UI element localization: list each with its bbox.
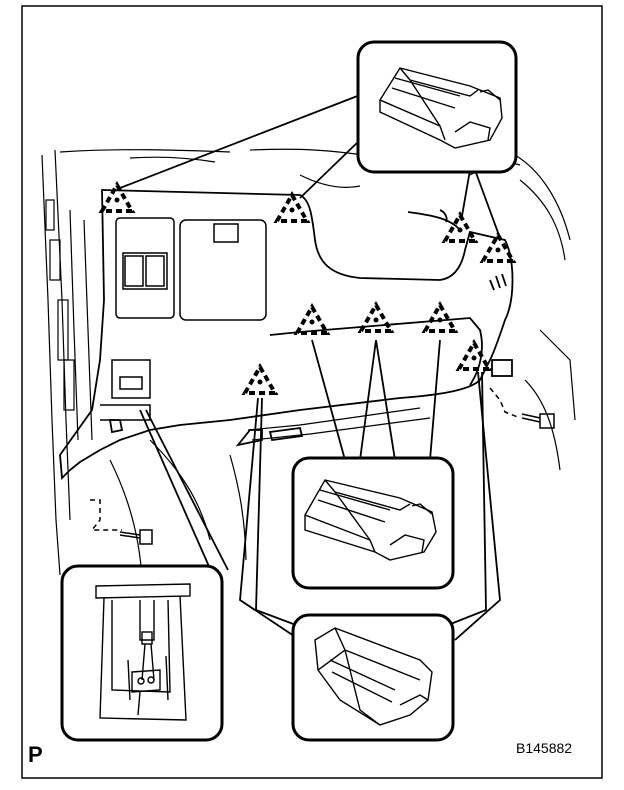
figure-code-label: B145882 — [516, 740, 573, 756]
bolt-icon-left — [90, 499, 153, 545]
callout-lines-bottom — [239, 371, 501, 641]
clip-detail-middle — [291, 456, 455, 590]
callout-lines-top — [119, 94, 501, 239]
clip-detail-bottom — [291, 613, 455, 742]
bolt-icon-right — [489, 387, 555, 429]
page-letter-label: P — [28, 742, 43, 767]
hood-release-lever-detail — [60, 564, 224, 742]
clip-detail-top — [356, 40, 518, 174]
callout-lines-lever — [139, 409, 229, 581]
panel-features — [100, 217, 267, 421]
diagram-frame — [21, 5, 603, 779]
lower-instrument-panel — [59, 189, 514, 481]
